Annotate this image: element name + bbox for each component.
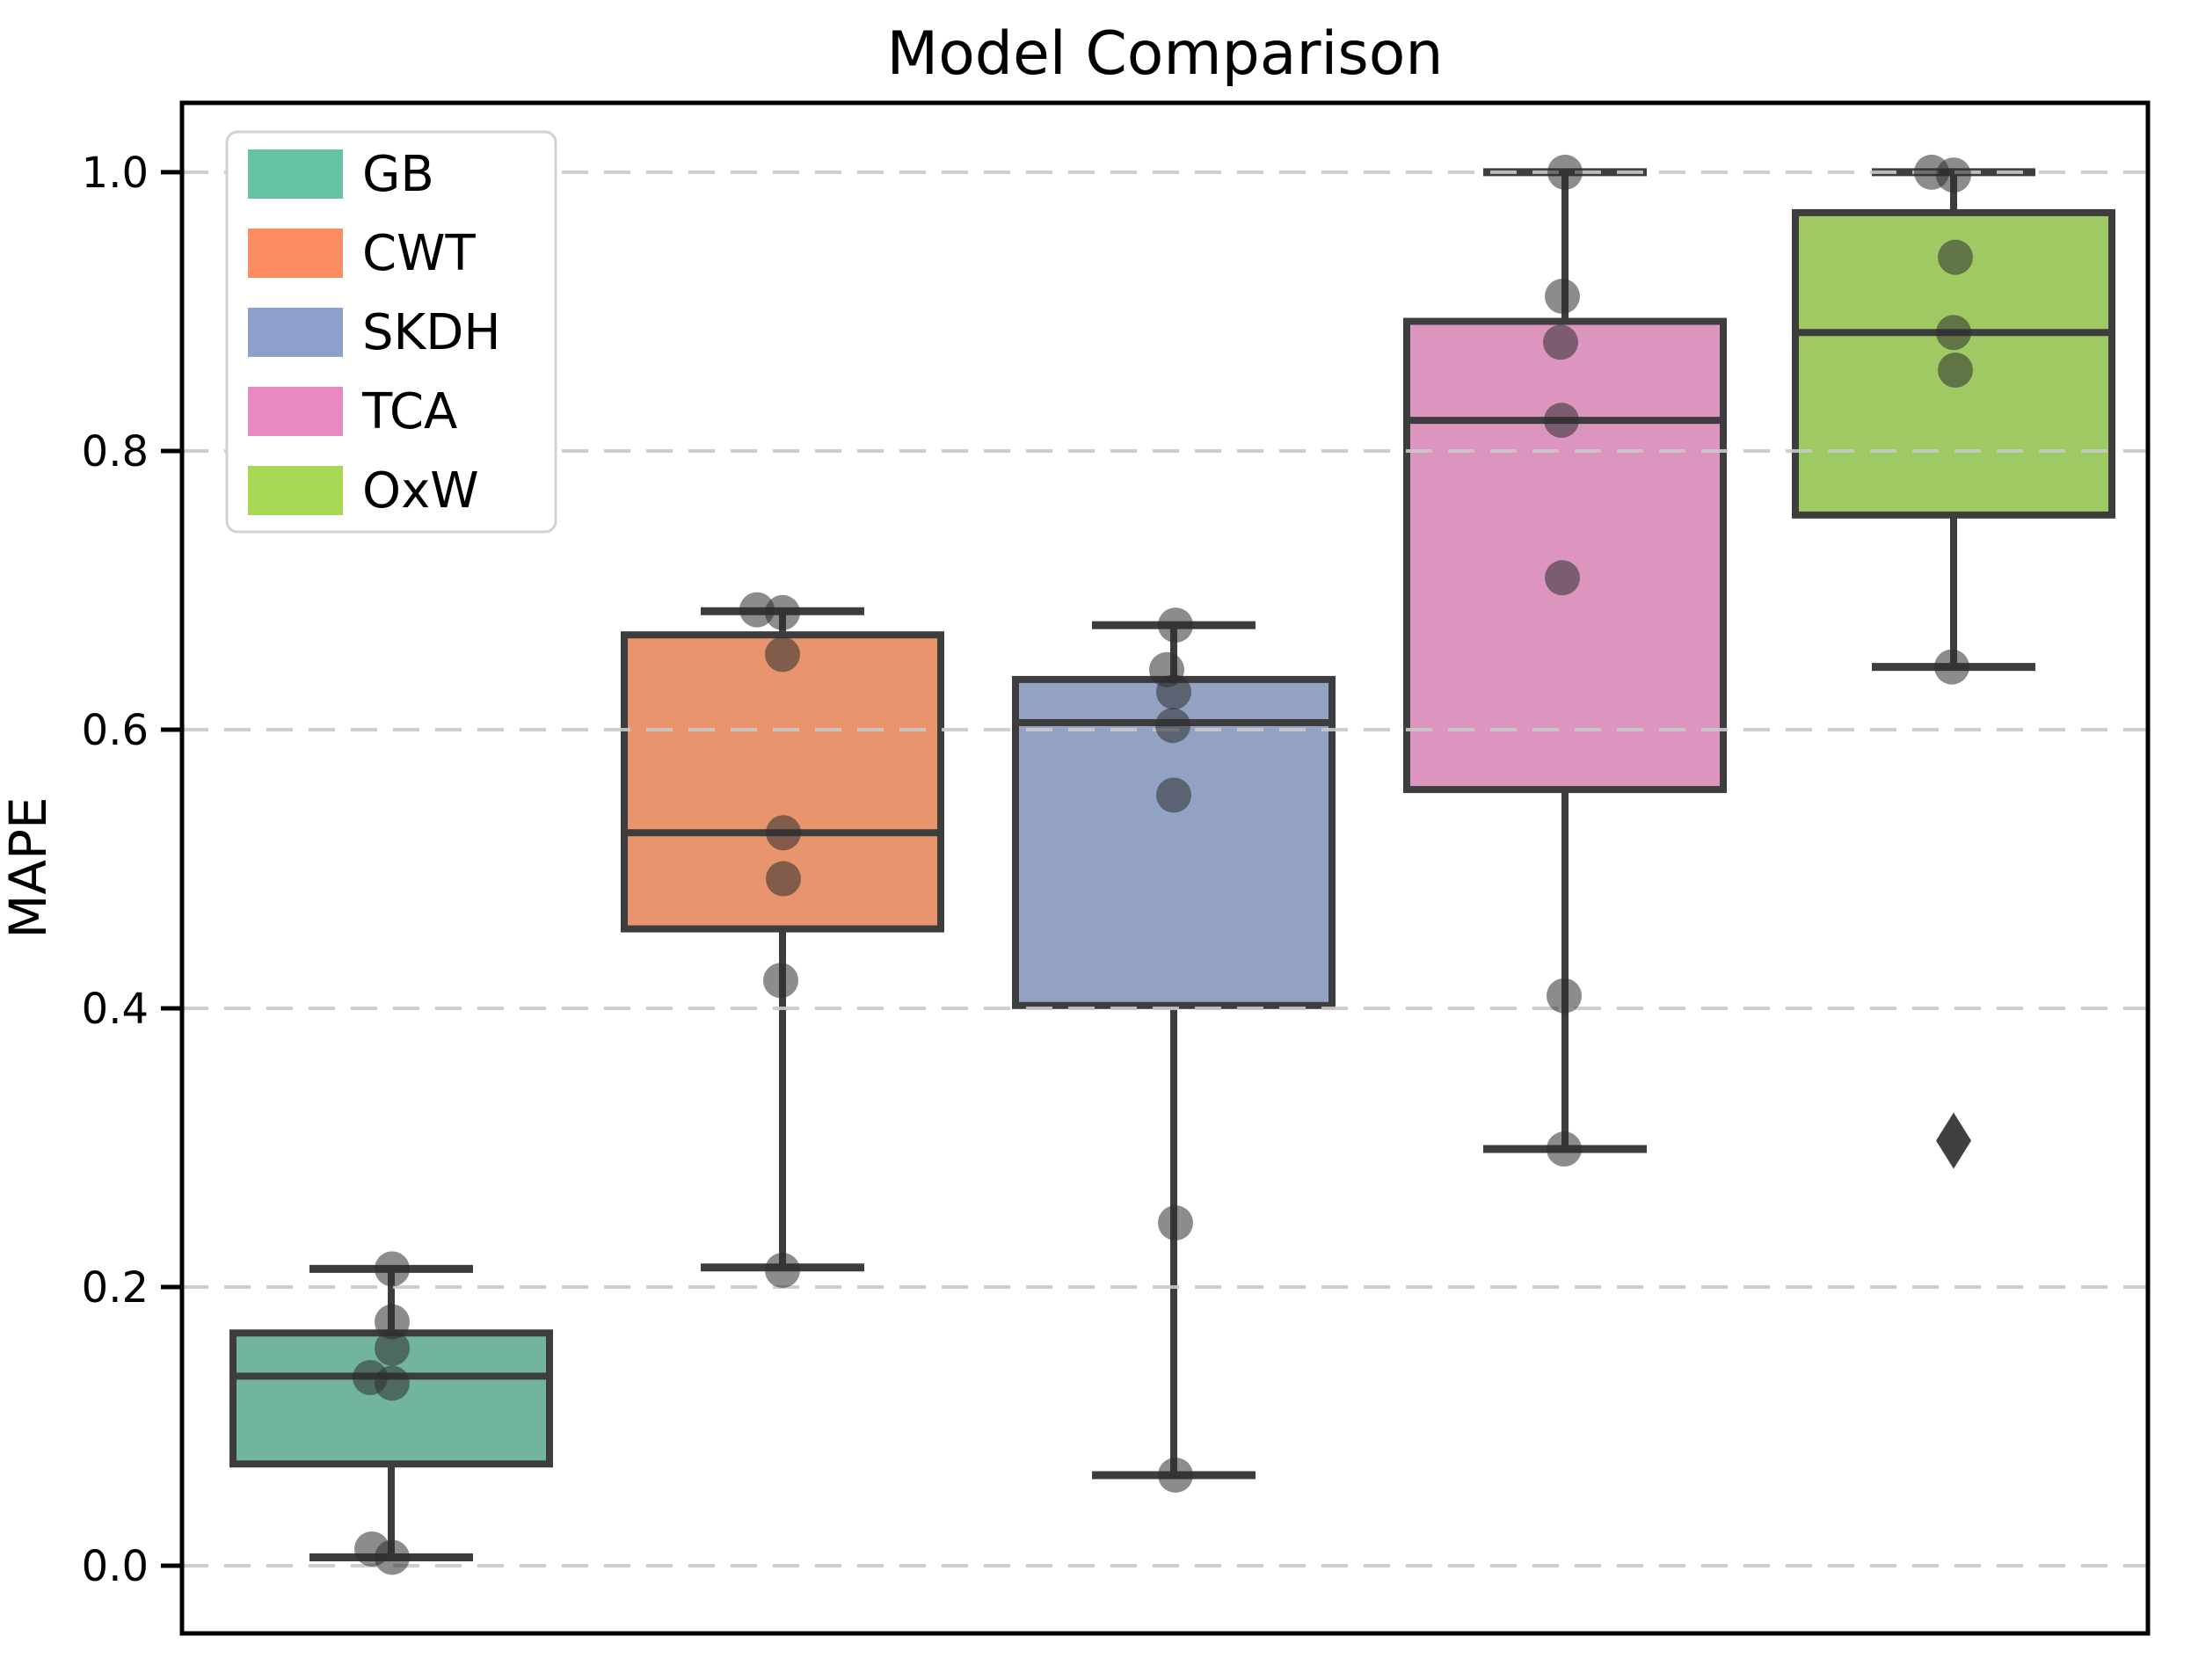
y-tick-label: 0.6 — [82, 706, 149, 755]
data-point — [766, 815, 801, 851]
data-point — [765, 636, 800, 673]
legend-label: SKDH — [362, 304, 501, 361]
data-point — [1936, 315, 1971, 351]
legend-swatch — [248, 308, 343, 357]
outlier-diamond — [1936, 1112, 1971, 1169]
data-point — [375, 1365, 410, 1401]
data-point — [1543, 324, 1578, 360]
data-point — [739, 592, 775, 628]
points-group-gb — [353, 1251, 410, 1575]
data-point — [1545, 560, 1580, 596]
plot-frame — [179, 100, 2151, 1636]
data-point — [1545, 279, 1580, 315]
points-group-skdh — [1149, 607, 1193, 1493]
legend-swatch — [248, 466, 343, 515]
data-point — [1547, 978, 1582, 1014]
points-group-oxw — [1914, 154, 1973, 1169]
data-point — [763, 963, 798, 999]
box-group-cwt — [621, 607, 944, 1272]
y-tick-label: 0.0 — [82, 1542, 149, 1591]
legend-entry-gb: GB — [248, 146, 434, 203]
y-axis-label: MAPE — [0, 796, 58, 938]
data-point — [1158, 1205, 1193, 1241]
data-point — [1544, 403, 1579, 439]
data-point — [1547, 1131, 1582, 1167]
legend-label: OxW — [362, 462, 479, 520]
points-group-tca — [1543, 154, 1583, 1167]
data-points-layer — [353, 154, 1973, 1575]
data-point — [375, 1330, 410, 1366]
box-group-skdh — [1012, 621, 1336, 1480]
legend-entry-tca: TCA — [248, 383, 457, 440]
y-tick-label: 0.4 — [82, 985, 149, 1034]
chart-title: Model Comparison — [887, 19, 1444, 89]
data-point — [1155, 708, 1190, 744]
legend-entry-skdh: SKDH — [248, 304, 501, 361]
data-point — [1156, 674, 1191, 710]
data-point — [1156, 777, 1191, 813]
data-point — [1158, 1457, 1193, 1493]
data-point — [1938, 239, 1973, 275]
data-point — [1547, 154, 1583, 190]
data-point — [375, 1304, 410, 1340]
y-tick-label: 0.8 — [82, 427, 149, 476]
points-group-cwt — [739, 592, 801, 1288]
legend-entry-oxw: OxW — [248, 462, 479, 520]
data-point — [1938, 353, 1973, 389]
data-point — [765, 1252, 800, 1288]
legend-swatch — [248, 229, 343, 278]
iqr-box — [1403, 317, 1727, 794]
legend-entry-cwt: CWT — [248, 225, 476, 282]
y-tick-label: 1.0 — [82, 149, 149, 198]
data-point — [1934, 649, 1969, 685]
data-point — [375, 1251, 410, 1287]
data-point — [1158, 607, 1193, 644]
data-point — [766, 861, 801, 897]
legend-swatch — [248, 149, 343, 199]
legend-label: TCA — [361, 383, 457, 440]
legend-label: GB — [362, 146, 434, 203]
iqr-box — [621, 631, 944, 933]
data-point — [765, 594, 800, 630]
legend-label: CWT — [362, 225, 476, 282]
data-point — [375, 1539, 410, 1575]
legend-swatch — [248, 387, 343, 436]
axes-layer: 0.0 0.2 0.4 0.6 0.8 1.0 — [82, 100, 2151, 1636]
legend: GB CWT SKDH TCA OxW — [225, 130, 557, 534]
data-point — [1936, 157, 1971, 193]
y-tick-label: 0.2 — [82, 1263, 149, 1313]
